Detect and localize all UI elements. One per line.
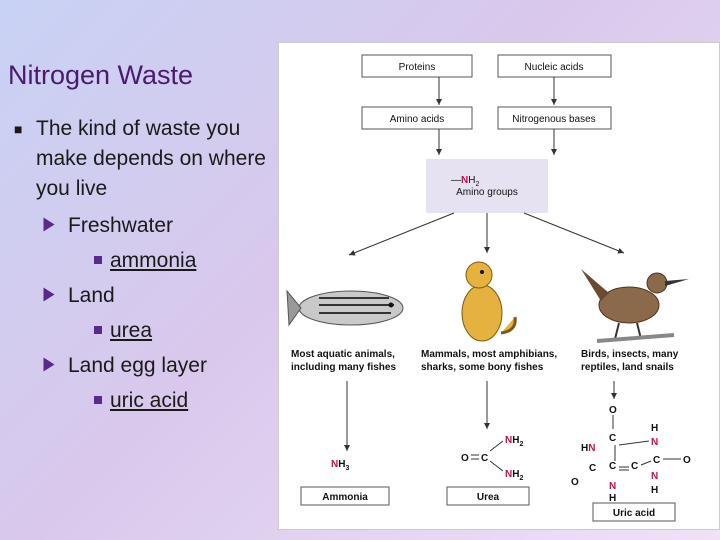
sub-bullet-label: Freshwater [68, 214, 174, 237]
sub-bullet-land-egg-layer: Land egg layer [12, 348, 280, 383]
urea-box: Urea [446, 486, 530, 506]
arrow-to-birds [523, 212, 625, 254]
svg-text:H: H [609, 493, 616, 504]
svg-text:C: C [631, 461, 638, 472]
sub-bullet-label: Land egg layer [68, 354, 207, 377]
slide-title: Nitrogen Waste [8, 60, 194, 90]
amino-acids-box: Amino acids [361, 106, 473, 130]
svg-text:NH2: NH2 [505, 469, 523, 482]
figure-diagram: Proteins Nucleic acids Amino acids Nitro… [286, 54, 691, 522]
square-bullet-icon [94, 326, 102, 334]
amino-groups-box: —NH2 Amino groups [426, 159, 548, 213]
svg-text:O: O [683, 455, 691, 466]
detail-ammonia: ammonia [12, 243, 280, 278]
nitrogen-waste-figure: Proteins Nucleic acids Amino acids Nitro… [278, 42, 720, 530]
svg-text:C: C [589, 463, 596, 474]
fish-icon [286, 289, 404, 327]
nucleic-acids-box: Nucleic acids [497, 54, 612, 78]
nucleic-acids-label: Nucleic acids [525, 62, 584, 73]
svg-text:NH3: NH3 [331, 459, 349, 472]
diamond-bullet-icon [43, 357, 55, 372]
detail-text[interactable]: uric acid [110, 389, 189, 412]
detail-text[interactable]: ammonia [110, 249, 197, 272]
caption-mammals-line2: sharks, some bony fishes [421, 362, 544, 373]
svg-text:C: C [653, 455, 660, 466]
uric-acid-label: Uric acid [613, 508, 655, 519]
main-bullet-text: The kind of waste you make depends on wh… [36, 117, 266, 200]
svg-text:H: H [651, 485, 658, 496]
amino-groups-label: Amino groups [456, 187, 518, 198]
uric-acid-structure: O C H N HN C C C O C O N H N H [571, 405, 691, 504]
caption-birds-line1: Birds, insects, many [581, 349, 679, 360]
square-bullet-icon [94, 256, 102, 264]
caption-birds-line2: reptiles, land snails [581, 362, 674, 373]
square-bullet-icon: ■ [14, 121, 23, 137]
svg-text:N: N [651, 437, 658, 448]
svg-text:O: O [571, 477, 579, 488]
sub-bullet-label: Land [68, 284, 115, 307]
caption-mammals-line1: Mammals, most amphibians, [421, 349, 557, 360]
ammonia-structure: NH3 [331, 459, 349, 472]
urea-label: Urea [477, 492, 500, 503]
svg-text:NH2: NH2 [505, 435, 523, 448]
detail-text[interactable]: urea [110, 319, 153, 342]
diamond-bullet-icon [43, 287, 55, 302]
caption-aquatic-line1: Most aquatic animals, [291, 349, 395, 360]
svg-text:O: O [609, 405, 617, 416]
svg-text:C: C [609, 461, 616, 472]
detail-uric-acid: uric acid [12, 383, 280, 418]
proteins-box: Proteins [361, 54, 473, 78]
svg-text:H: H [651, 423, 658, 434]
bullet-list: ■ The kind of waste you make depends on … [12, 114, 280, 418]
caption-aquatic-line2: including many fishes [291, 362, 396, 373]
sub-bullet-freshwater: Freshwater [12, 208, 280, 243]
square-bullet-icon [94, 396, 102, 404]
urea-structure: O C NH2 NH2 [461, 435, 523, 482]
sub-bullet-land: Land [12, 278, 280, 313]
ammonia-box: Ammonia [300, 486, 390, 506]
arrow-to-aquatic [348, 212, 455, 256]
ammonia-label: Ammonia [322, 492, 368, 503]
nitrogenous-bases-box: Nitrogenous bases [497, 106, 612, 130]
svg-text:N: N [651, 471, 658, 482]
nitrogenous-bases-label: Nitrogenous bases [512, 114, 595, 125]
svg-text:HN: HN [581, 443, 595, 454]
amino-acids-label: Amino acids [390, 114, 444, 125]
svg-text:C: C [609, 433, 616, 444]
proteins-label: Proteins [399, 62, 436, 73]
diamond-bullet-icon [43, 217, 55, 232]
bird-icon [581, 269, 689, 343]
svg-text:N: N [609, 481, 616, 492]
svg-text:O: O [461, 453, 469, 464]
main-bullet: ■ The kind of waste you make depends on … [12, 114, 280, 204]
prairie-dog-icon [461, 261, 517, 342]
detail-urea: urea [12, 313, 280, 348]
svg-text:C: C [481, 453, 488, 464]
uric-acid-box: Uric acid [592, 502, 676, 522]
amino-groups-formula: —NH2 [451, 175, 479, 188]
